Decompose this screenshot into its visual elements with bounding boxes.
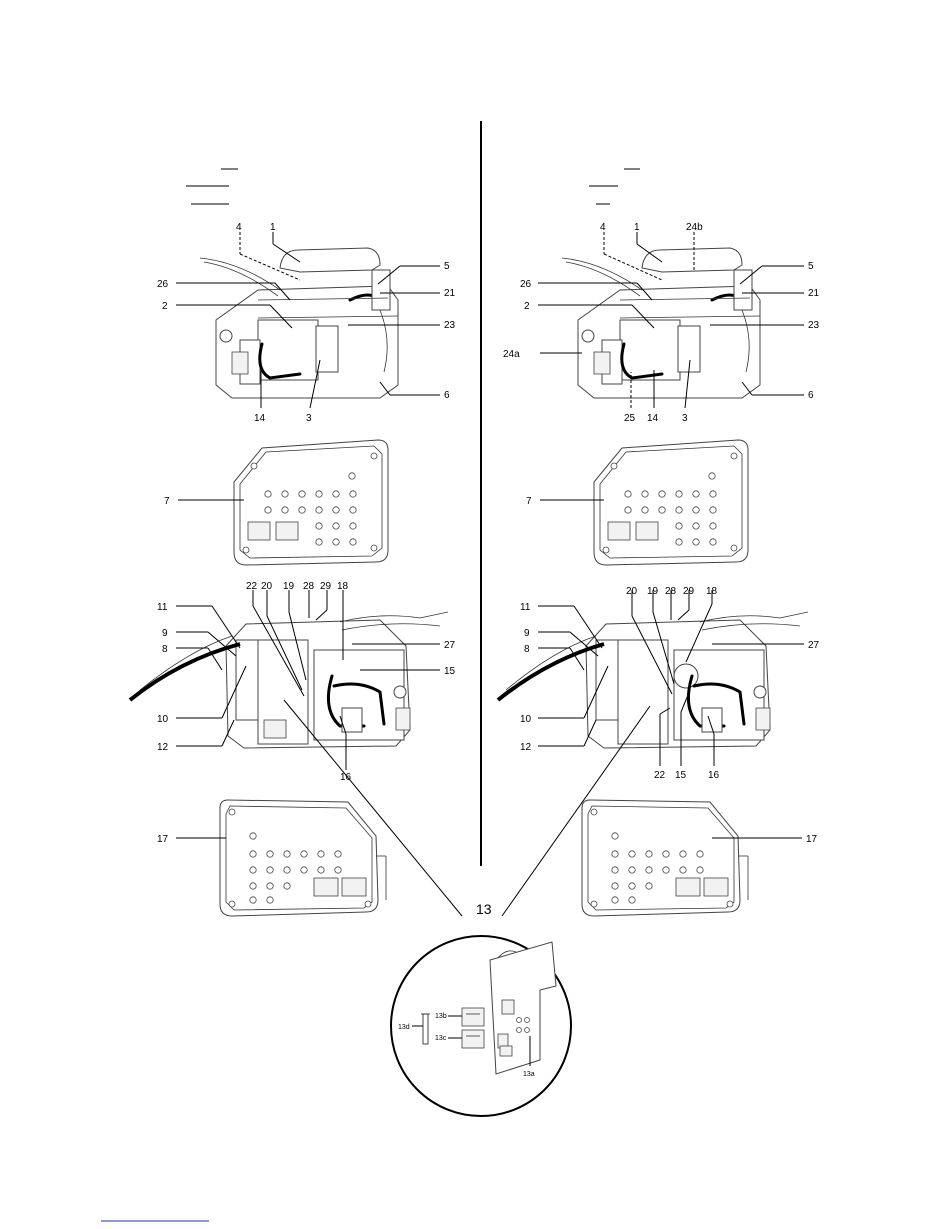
label-10-b: 10 xyxy=(520,714,532,725)
label-19-b: 19 xyxy=(647,586,659,597)
label-19-a: 19 xyxy=(283,581,295,592)
label-6-b: 6 xyxy=(808,390,814,401)
label-29-b: 29 xyxy=(683,586,695,597)
label-21-b: 21 xyxy=(808,288,820,299)
label-26-a: 26 xyxy=(157,279,169,290)
label-20-b: 20 xyxy=(626,586,638,597)
header-lines xyxy=(186,169,640,204)
label-18-b: 18 xyxy=(706,586,718,597)
label-24a: 24a xyxy=(503,349,520,360)
label-17-b: 17 xyxy=(806,834,818,845)
label-18-a: 18 xyxy=(337,581,349,592)
label-13d: 13d xyxy=(398,1024,410,1031)
label-25: 25 xyxy=(624,413,636,424)
label-12-b: 12 xyxy=(520,742,532,753)
label-13: 13 xyxy=(476,901,492,917)
label-1-b: 1 xyxy=(634,222,640,233)
label-4-b: 4 xyxy=(600,222,606,233)
label-20-a: 20 xyxy=(261,581,273,592)
label-7-b: 7 xyxy=(526,496,532,507)
label-11-b: 11 xyxy=(520,602,531,613)
label-27-b: 27 xyxy=(808,640,820,651)
side-panel-17-right: 17 xyxy=(582,800,818,916)
label-15-a: 15 xyxy=(444,666,456,677)
label-2-a: 2 xyxy=(162,301,168,312)
label-21-a: 21 xyxy=(444,288,456,299)
label-16-b: 16 xyxy=(708,770,720,781)
label-29-a: 29 xyxy=(320,581,332,592)
label-1-a: 1 xyxy=(270,222,276,233)
label-24b: 24b xyxy=(686,222,703,233)
label-4-a: 4 xyxy=(236,222,242,233)
label-13c: 13c xyxy=(435,1035,447,1042)
label-9-b: 9 xyxy=(524,628,530,639)
label-8-b: 8 xyxy=(524,644,530,655)
label-7-a: 7 xyxy=(164,496,170,507)
label-10-a: 10 xyxy=(157,714,169,725)
label-6-a: 6 xyxy=(444,390,450,401)
side-panel-17-left: 17 xyxy=(157,800,386,916)
label-13a: 13a xyxy=(523,1071,535,1078)
label-5-a: 5 xyxy=(444,261,450,272)
label-2-b: 2 xyxy=(524,301,530,312)
side-panel-7-right: 7 xyxy=(526,440,748,565)
machine-top-right xyxy=(562,248,760,398)
side-panel-7-left: 7 xyxy=(164,440,388,565)
label-9-a: 9 xyxy=(162,628,168,639)
label-3-a: 3 xyxy=(306,413,312,424)
label-12-a: 12 xyxy=(157,742,169,753)
label-5-b: 5 xyxy=(808,261,814,272)
label-16-a: 16 xyxy=(340,772,352,783)
label-23-a: 23 xyxy=(444,320,456,331)
label-14-b: 14 xyxy=(647,413,659,424)
label-22-a: 22 xyxy=(246,581,258,592)
label-11-a: 11 xyxy=(157,602,168,613)
label-28-a: 28 xyxy=(303,581,315,592)
callout-13-circle xyxy=(391,936,571,1116)
label-23-b: 23 xyxy=(808,320,820,331)
label-17-a: 17 xyxy=(157,834,169,845)
label-28-b: 28 xyxy=(665,586,677,597)
label-13b: 13b xyxy=(435,1013,447,1020)
label-27-a: 27 xyxy=(444,640,456,651)
label-14-a: 14 xyxy=(254,413,266,424)
label-26-b: 26 xyxy=(520,279,532,290)
label-3-b: 3 xyxy=(682,413,688,424)
machine-top-left xyxy=(200,248,398,398)
label-8-a: 8 xyxy=(162,644,168,655)
label-15-b: 15 xyxy=(675,770,687,781)
label-22-b: 22 xyxy=(654,770,666,781)
